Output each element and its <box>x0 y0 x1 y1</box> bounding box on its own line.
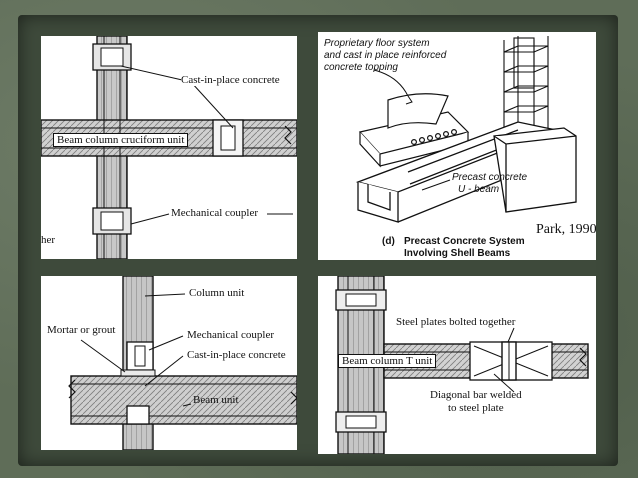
beam-unit-label: Beam unit <box>193 394 239 406</box>
diagonal-bar-label-1: Diagonal bar welded <box>430 389 522 401</box>
shell-beam-drawing <box>355 36 577 223</box>
caption-line-2: Involving Shell Beams <box>404 248 511 259</box>
diagonal-bar-label-2: to steel plate <box>448 402 504 414</box>
column-unit-label: Column unit <box>189 287 245 299</box>
cruciform-unit-label: Beam column cruciform unit <box>53 133 189 147</box>
floor-system-label-2: and cast in place reinforced <box>324 50 447 61</box>
caption-line-1: Precast Concrete System <box>404 236 525 247</box>
coupler-lower <box>126 405 150 425</box>
panel-beam-unit: Column unit Mortar or grout Mechanical c… <box>41 276 297 450</box>
column-below <box>122 421 154 450</box>
cast-in-place-label: Cast-in-place concrete <box>181 74 280 86</box>
floor-system-label-1: Proprietary floor system <box>324 38 430 49</box>
mortar-bed <box>120 369 156 377</box>
floor-slab <box>358 93 470 168</box>
floor-system-label-3: concrete topping <box>324 62 398 73</box>
steel-plates-label: Steel plates bolted together <box>396 316 516 328</box>
mechanical-coupler-label: Mechanical coupler <box>171 207 259 219</box>
cruciform-drawing <box>41 36 297 259</box>
precast-label-1: Precast concrete <box>452 172 528 183</box>
panel-t-unit: Steel plates bolted together Beam column… <box>318 276 596 454</box>
citation-label: Park, 1990 <box>536 222 596 237</box>
cast-in-place-label: Cast-in-place concrete <box>187 349 286 361</box>
panel-cruciform-unit: Cast-in-place concrete Beam column cruci… <box>41 36 297 259</box>
panel-shell-beam: Proprietary floor system and cast in pla… <box>318 32 596 260</box>
mortar-label: Mortar or grout <box>47 324 116 336</box>
coupler-label: Mechanical coupler <box>187 329 275 341</box>
caption-tag: (d) <box>382 236 395 247</box>
support-wall <box>493 127 577 213</box>
precast-label-2: U - beam <box>458 184 500 195</box>
truncated-text: her <box>41 234 56 246</box>
t-unit-label: Beam column T unit <box>338 354 437 368</box>
beam-unit <box>70 375 297 425</box>
beam-unit-drawing <box>68 276 297 450</box>
